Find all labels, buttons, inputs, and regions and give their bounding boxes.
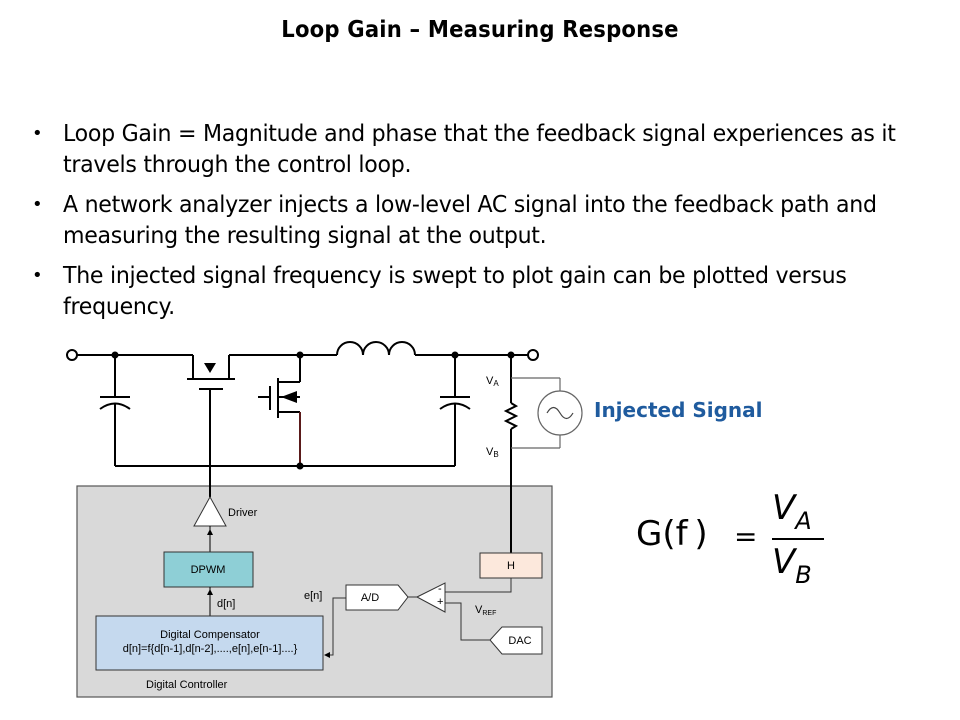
bullet-marker: • <box>32 194 43 215</box>
input-terminal-icon <box>66 349 78 361</box>
bullet-item: • Loop Gain = Magnitude and phase that th… <box>32 118 937 180</box>
slide-title: Loop Gain – Measuring Response <box>281 17 679 43</box>
junction-dots <box>111 351 515 470</box>
compensator-equation: d[n]=f{d[n-1],d[n-2],....,e[n],e[n-1]...… <box>123 643 298 655</box>
digital-controller-label: Digital Controller <box>146 679 228 691</box>
ad-converter-block <box>345 584 409 611</box>
bullet-text: The injected signal frequency is swept t… <box>63 261 847 320</box>
resistor-icon <box>503 402 519 430</box>
formula-denominator: VB <box>772 542 812 589</box>
h-label: H <box>507 560 515 572</box>
bullet-text: Loop Gain = Magnitude and phase that the… <box>63 119 896 178</box>
dac-block <box>489 626 543 655</box>
injected-signal-label: Injected Signal <box>594 398 763 422</box>
fraction-bar <box>772 538 824 540</box>
driver-label: Driver <box>228 507 258 519</box>
bullet-item: • The injected signal frequency is swept … <box>32 260 937 322</box>
loop-gain-formula: G(f ) = VA VB <box>636 486 836 596</box>
vref-label: VREF <box>475 604 496 617</box>
comparator-minus: - <box>438 583 442 595</box>
formula-equals: = <box>734 520 758 553</box>
comparator-plus: + <box>437 596 443 608</box>
dn-label: d[n] <box>217 598 235 610</box>
bullet-marker: • <box>32 265 43 286</box>
formula-lhs: G(f ) <box>636 514 708 554</box>
injection-source <box>511 377 583 449</box>
bullet-text: A network analyzer injects a low-level A… <box>63 190 877 249</box>
bullet-list: • Loop Gain = Magnitude and phase that th… <box>32 118 937 331</box>
digital-compensator-block <box>95 615 324 671</box>
output-terminal-icon <box>527 349 539 361</box>
compensator-title: Digital Compensator <box>160 629 260 641</box>
ad-label: A/D <box>361 592 379 604</box>
dac-label: DAC <box>508 635 531 647</box>
dpwm-block <box>163 551 254 588</box>
comparator-icon <box>415 582 446 613</box>
dpwm-label: DPWM <box>191 564 226 576</box>
formula-numerator: VA <box>772 488 812 535</box>
bullet-item: • A network analyzer injects a low-level … <box>32 189 937 251</box>
en-label: e[n] <box>304 590 322 602</box>
bullet-marker: • <box>32 123 43 144</box>
va-label: VA <box>486 375 499 388</box>
vb-label: VB <box>486 446 499 459</box>
h-block <box>479 552 543 579</box>
